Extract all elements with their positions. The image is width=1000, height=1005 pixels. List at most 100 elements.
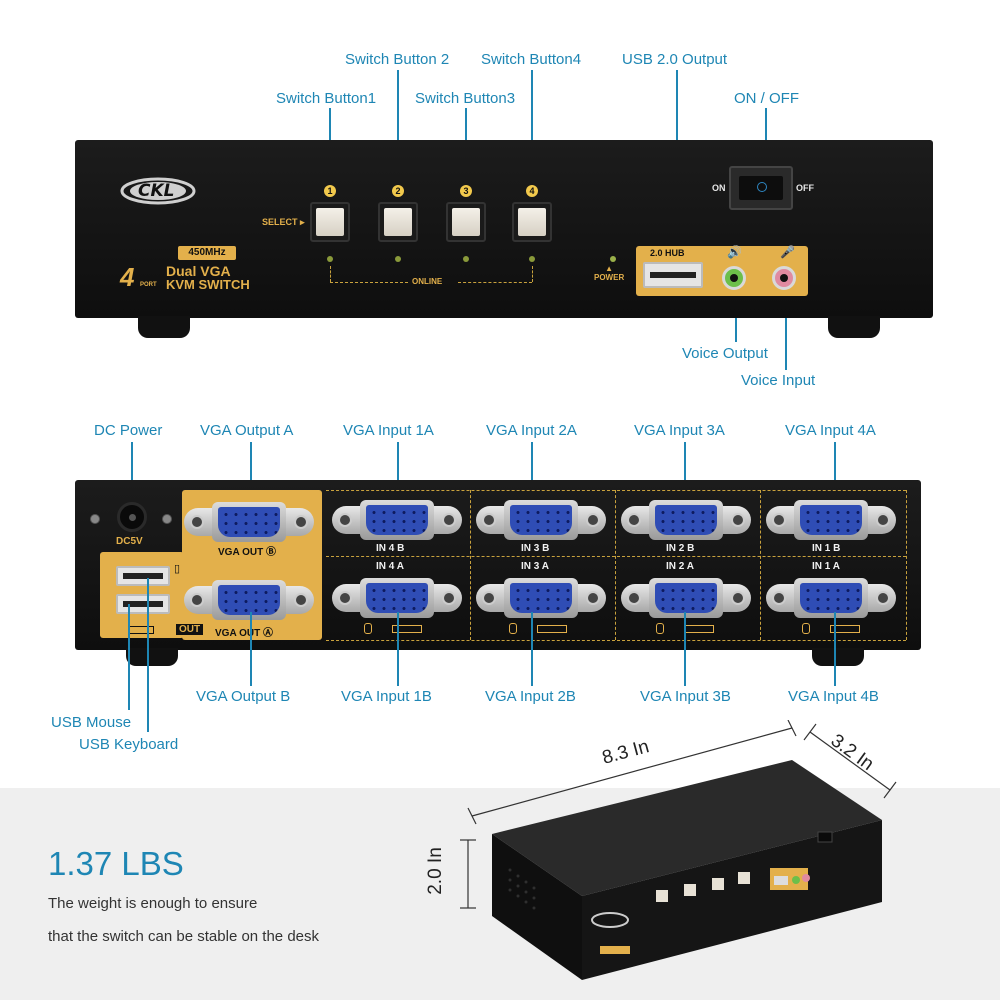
online-led-3 xyxy=(463,256,469,262)
power-arrow-icon: ▲ xyxy=(605,264,614,273)
back-foot-left xyxy=(126,648,178,666)
leader-usb-mouse xyxy=(128,604,130,710)
callout-vga-output-a: VGA Output A xyxy=(200,422,294,439)
vga-out-a-label: VGA OUT Ⓐ xyxy=(215,624,273,639)
callout-switch-button1: Switch Button1 xyxy=(276,90,377,107)
input-divider-right xyxy=(906,490,907,640)
input-area-bottom xyxy=(326,640,906,641)
vga-input-4a-port[interactable] xyxy=(332,576,462,620)
vga-input-4b-port[interactable] xyxy=(332,498,462,542)
callout-switch-button4: Switch Button4 xyxy=(481,51,582,68)
vga-output-b-port[interactable] xyxy=(184,500,314,544)
off-label: OFF xyxy=(796,183,814,193)
label-in-2a: IN 2 A xyxy=(666,561,694,572)
vga-output-a-port[interactable] xyxy=(184,578,314,622)
input-divider-3 xyxy=(760,490,761,640)
dc-jack[interactable] xyxy=(117,502,147,532)
callout-on-off: ON / OFF xyxy=(734,90,799,107)
keyboard-icon-in1 xyxy=(830,625,860,633)
keyboard-icon-in4 xyxy=(392,625,422,633)
power-label-text: POWER xyxy=(594,273,625,282)
callout-dc-power: DC Power xyxy=(94,422,163,439)
microphone-icon: 🎤 xyxy=(780,245,795,259)
label-in-1b: IN 1 B xyxy=(812,543,841,554)
speaker-icon: 🔊 xyxy=(727,245,742,259)
vga-input-1b-port[interactable] xyxy=(766,498,896,542)
callout-vga-output-b: VGA Output B xyxy=(196,688,291,705)
screw-top-middle xyxy=(162,514,172,524)
leader-usb-keyboard xyxy=(147,578,149,732)
weight-value: 1.37 LBS xyxy=(48,845,184,882)
usb-keyboard-port[interactable] xyxy=(116,566,170,586)
callout-vga-input-4a: VGA Input 4A xyxy=(785,422,876,439)
voice-input-jack[interactable] xyxy=(772,266,796,290)
power-label: ▲ POWER xyxy=(594,264,624,282)
circled-a-icon: Ⓐ xyxy=(262,628,273,639)
circled-b-icon: Ⓑ xyxy=(265,547,276,558)
voice-output-jack[interactable] xyxy=(722,266,746,290)
online-bracket-bottom-right xyxy=(458,282,532,283)
leader-vga-input-2b xyxy=(531,612,533,686)
label-in-1a: IN 1 A xyxy=(812,561,840,572)
vga-input-3b-port[interactable] xyxy=(476,498,606,542)
keyboard-icon-in3 xyxy=(537,625,567,633)
dimension-height: 2.0 In xyxy=(424,847,446,895)
switch-button-2[interactable] xyxy=(378,202,418,242)
callout-vga-input-1a: VGA Input 1A xyxy=(343,422,434,439)
online-bracket-bottom-left xyxy=(330,282,408,283)
port-count: 4 xyxy=(120,262,135,292)
device-3d-illustration: 8.3 In 3.2 In 2.0 In xyxy=(420,719,980,1000)
front-usb-port[interactable] xyxy=(643,262,703,288)
usb-mouse-port[interactable] xyxy=(116,594,170,614)
vga-input-2a-port[interactable] xyxy=(621,576,751,620)
label-in-4b: IN 4 B xyxy=(376,543,405,554)
power-led xyxy=(610,256,616,262)
vga-input-2b-port[interactable] xyxy=(621,498,751,542)
vga-out-b-label: VGA OUT Ⓑ xyxy=(218,543,276,558)
label-in-3b: IN 3 B xyxy=(521,543,550,554)
leader-switch-button2 xyxy=(397,70,399,188)
mouse-icon-in3 xyxy=(509,623,517,634)
freq-badge: 450MHz xyxy=(178,246,236,260)
callout-vga-input-3a: VGA Input 3A xyxy=(634,422,725,439)
leader-switch-button4 xyxy=(531,70,533,188)
label-in-3a: IN 3 A xyxy=(521,561,549,572)
online-label: ONLINE xyxy=(412,277,443,286)
callout-vga-input-4b: VGA Input 4B xyxy=(788,688,879,705)
input-area-top xyxy=(326,490,906,491)
switch-button-1[interactable] xyxy=(310,202,350,242)
switch-button-4[interactable] xyxy=(512,202,552,242)
callout-vga-input-2b: VGA Input 2B xyxy=(485,688,576,705)
hub-label: 2.0 HUB xyxy=(650,248,685,258)
button-number-1: 1 xyxy=(324,185,336,197)
vga-out-a-text: VGA OUT xyxy=(215,628,261,639)
online-bracket-left xyxy=(330,266,331,282)
vga-input-3a-port[interactable] xyxy=(476,576,606,620)
weight-desc-line1: The weight is enough to ensure xyxy=(48,895,258,912)
power-switch[interactable] xyxy=(729,166,793,210)
online-bracket-right xyxy=(532,266,533,282)
input-divider-1 xyxy=(470,490,471,640)
leader-vga-output-a xyxy=(250,442,252,504)
model-line2: KVM SWITCH xyxy=(166,277,250,292)
brand-logo: CKL xyxy=(118,176,218,206)
callout-vga-input-2a: VGA Input 2A xyxy=(486,422,577,439)
brand-text: CKL xyxy=(138,181,175,201)
callout-switch-button3: Switch Button3 xyxy=(415,90,516,107)
callout-vga-input-1b: VGA Input 1B xyxy=(341,688,432,705)
select-label-text: SELECT xyxy=(262,217,298,227)
input-divider-2 xyxy=(615,490,616,640)
freq-badge-text: 450MHz xyxy=(188,247,226,258)
mouse-icon-in2 xyxy=(656,623,664,634)
back-foot-right xyxy=(812,648,864,666)
label-in-2b: IN 2 B xyxy=(666,543,695,554)
vga-input-1a-port[interactable] xyxy=(766,576,896,620)
select-arrow-icon: ▸ xyxy=(297,217,305,227)
screw-top-left xyxy=(90,514,100,524)
on-label: ON xyxy=(712,183,726,193)
callout-usb-mouse: USB Mouse xyxy=(51,714,132,731)
front-foot-right xyxy=(828,316,880,338)
keyboard-icon xyxy=(128,626,154,634)
switch-button-3[interactable] xyxy=(446,202,486,242)
leader-voice-input xyxy=(785,280,787,370)
